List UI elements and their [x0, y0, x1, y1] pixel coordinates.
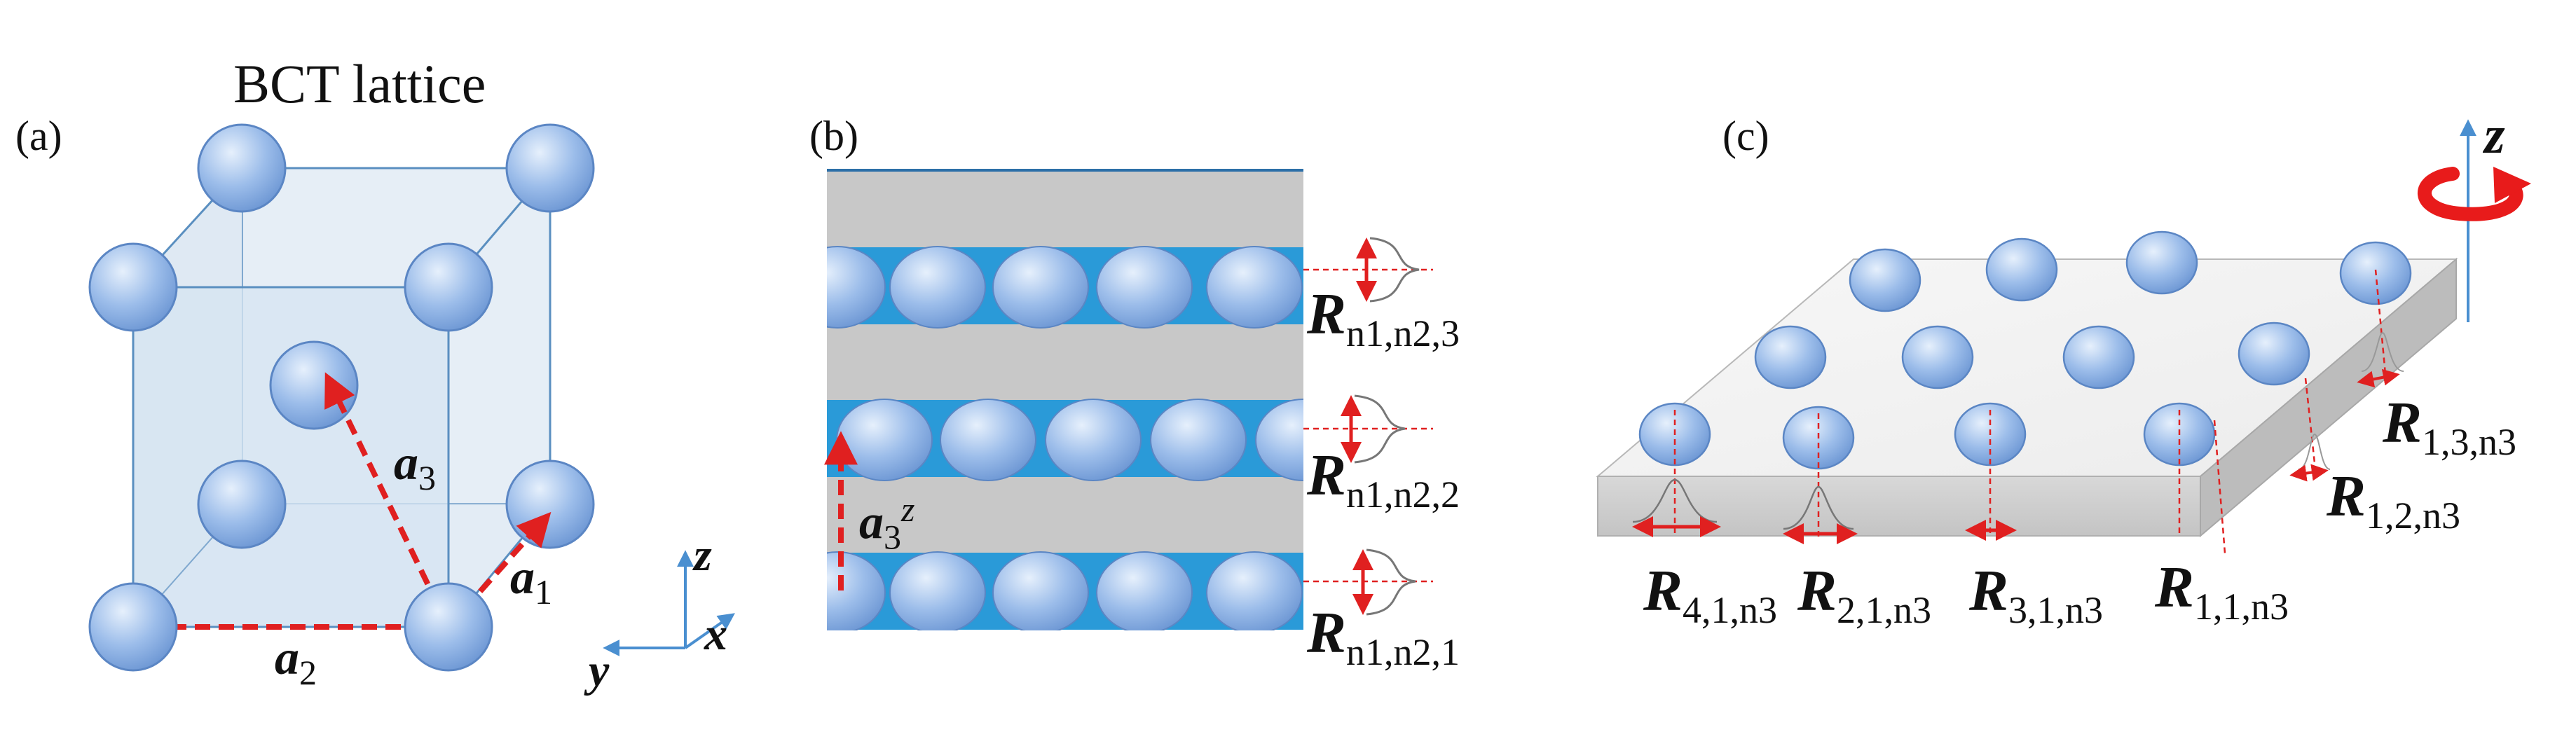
- atom-sphere: [827, 246, 886, 329]
- atom-sphere: [889, 246, 986, 329]
- atom-sphere: [505, 460, 595, 549]
- atom-sphere: [1206, 246, 1303, 329]
- axis-z-label: z: [694, 530, 712, 581]
- axis-y-label: y: [589, 645, 610, 696]
- panel-b-spheres: [827, 246, 1303, 630]
- atom-sphere: [1901, 325, 1974, 389]
- atom-sphere: [1754, 325, 1827, 389]
- gap-layer: [827, 324, 1303, 400]
- atom-sphere-center: [269, 340, 359, 430]
- atom-sphere: [1150, 399, 1247, 481]
- atom-sphere: [2238, 322, 2310, 386]
- vector-a1-label: a1: [510, 551, 552, 612]
- atom-sphere: [1985, 237, 2058, 302]
- rotation-arrow: [2418, 167, 2523, 221]
- atom-sphere: [197, 123, 287, 213]
- gap-layer: [827, 477, 1303, 553]
- rotation-arrowhead: [2493, 167, 2531, 203]
- site-label-1-1: R1,1,n3: [2155, 555, 2289, 628]
- panel-c-rotation-axis: [2418, 119, 2531, 322]
- site-label-1-2: R1,2,n3: [2327, 464, 2461, 537]
- atom-sphere: [940, 399, 1036, 481]
- atom-sphere: [88, 242, 178, 332]
- axis-x-line: [684, 613, 735, 649]
- axis-z-label-c: z: [2484, 106, 2505, 165]
- atom-sphere: [1849, 248, 1921, 312]
- layer-label-1: Rn1,n2,1: [1307, 600, 1460, 673]
- site-label-3-1: R3,1,n3: [1969, 558, 2104, 631]
- atom-sphere: [1255, 399, 1303, 481]
- panel-a-front-spheres: [88, 242, 493, 672]
- atom-sphere: [197, 460, 287, 549]
- atom-sphere: [992, 551, 1089, 630]
- atom-sphere: [1206, 551, 1303, 630]
- atom-sphere: [404, 582, 493, 672]
- site-label-1-3: R1,3,n3: [2383, 390, 2517, 463]
- atom-sphere: [404, 242, 493, 332]
- atom-sphere: [1096, 551, 1193, 630]
- panel-a-axes: [603, 550, 735, 656]
- fluctuation-marker-1: [1303, 548, 1433, 616]
- panel-b-fluctuations: [1303, 237, 1433, 616]
- vector-a3z-label: a3z: [859, 490, 915, 557]
- fluctuation-marker-2: [1303, 394, 1433, 464]
- panel-a-title: BCT lattice: [233, 53, 486, 114]
- atom-sphere: [836, 399, 933, 481]
- atom-sphere: [889, 551, 986, 630]
- atom-sphere: [2125, 230, 2198, 295]
- gap-layer: [827, 172, 1303, 247]
- atom-sphere: [88, 582, 178, 672]
- atom-sphere: [2062, 325, 2135, 389]
- panel-a-letter: (a): [15, 113, 62, 159]
- atom-sphere: [1045, 399, 1142, 481]
- atom-sphere: [827, 551, 886, 630]
- slab-side-face: [2200, 257, 2457, 538]
- panel-c-letter: (c): [1722, 113, 1769, 159]
- axis-x-label: x: [704, 609, 727, 660]
- layer-label-3: Rn1,n2,3: [1307, 282, 1460, 354]
- site-label-2-1: R2,1,n3: [1797, 558, 1932, 631]
- layer-label-2: Rn1,n2,2: [1307, 443, 1460, 516]
- site-label-4-1: R4,1,n3: [1643, 558, 1778, 631]
- vector-a3-label: a3: [394, 436, 436, 497]
- vector-a2-label: a2: [275, 631, 317, 692]
- panel-c-fluctuations: [1632, 269, 2404, 554]
- panel-b-letter: (b): [809, 113, 858, 159]
- fluctuation-marker-3: [1303, 237, 1433, 303]
- atom-sphere: [992, 246, 1089, 329]
- atom-sphere: [505, 123, 595, 213]
- atom-sphere: [1096, 246, 1193, 329]
